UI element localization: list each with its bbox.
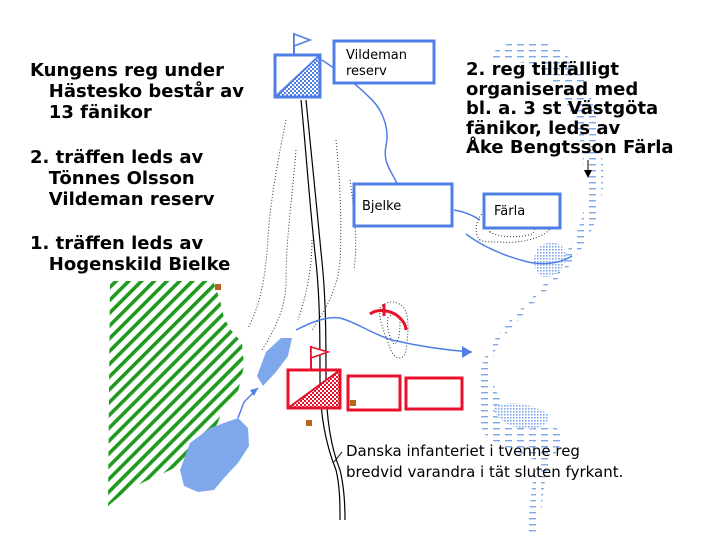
farla-box xyxy=(482,192,562,230)
bjelke-box xyxy=(352,182,454,228)
note-kungens-reg: Kungens reg under Hästesko består av 13 … xyxy=(30,60,244,123)
note-pointer-arrowhead xyxy=(584,170,592,178)
label-farla: Färla xyxy=(494,204,526,219)
danish-command-symbol xyxy=(286,368,342,410)
swedish-flag-icon xyxy=(293,32,313,55)
road-east xyxy=(305,99,346,521)
marsh-dots-upper xyxy=(534,242,566,278)
danish-regiment-box-right xyxy=(404,376,464,411)
stream-left-arrowhead xyxy=(250,388,258,396)
vildeman-reserv-box xyxy=(332,39,436,85)
note-danska-infanteriet: Danska infanteriet i tvenne reg bredvid … xyxy=(346,442,624,481)
danish-flag-icon xyxy=(310,345,331,370)
note-andra-reg: 2. reg tillfälligt organiserad med bl. a… xyxy=(466,59,674,158)
label-bjelke: Bjelke xyxy=(362,199,402,214)
danish-movement-arrow xyxy=(369,309,408,331)
caption-leader-line xyxy=(333,451,343,463)
lake xyxy=(180,418,249,492)
note-andra-traffen: 2. träffen leds av Tönnes Olsson Vildema… xyxy=(30,147,215,210)
square-marker-icon xyxy=(350,400,356,406)
stream-left xyxy=(257,338,292,386)
vildeman-reserve-symbol xyxy=(273,53,322,99)
label-vildeman-reserv: Vildeman reserv xyxy=(346,48,407,79)
forest-area xyxy=(108,281,244,506)
brook-lower xyxy=(295,316,473,353)
danish-regiment-box-left xyxy=(346,374,402,412)
brook-to-farla xyxy=(453,209,481,221)
square-marker-icon xyxy=(215,284,221,290)
note-forsta-traffen: 1. träffen leds av Hogenskild Bielke xyxy=(30,233,231,275)
brook-lower-arrowhead xyxy=(462,346,472,358)
square-marker-icon xyxy=(306,420,312,426)
road-west xyxy=(300,99,341,521)
brook-right xyxy=(465,233,573,265)
marsh-dots-lower xyxy=(494,403,549,429)
